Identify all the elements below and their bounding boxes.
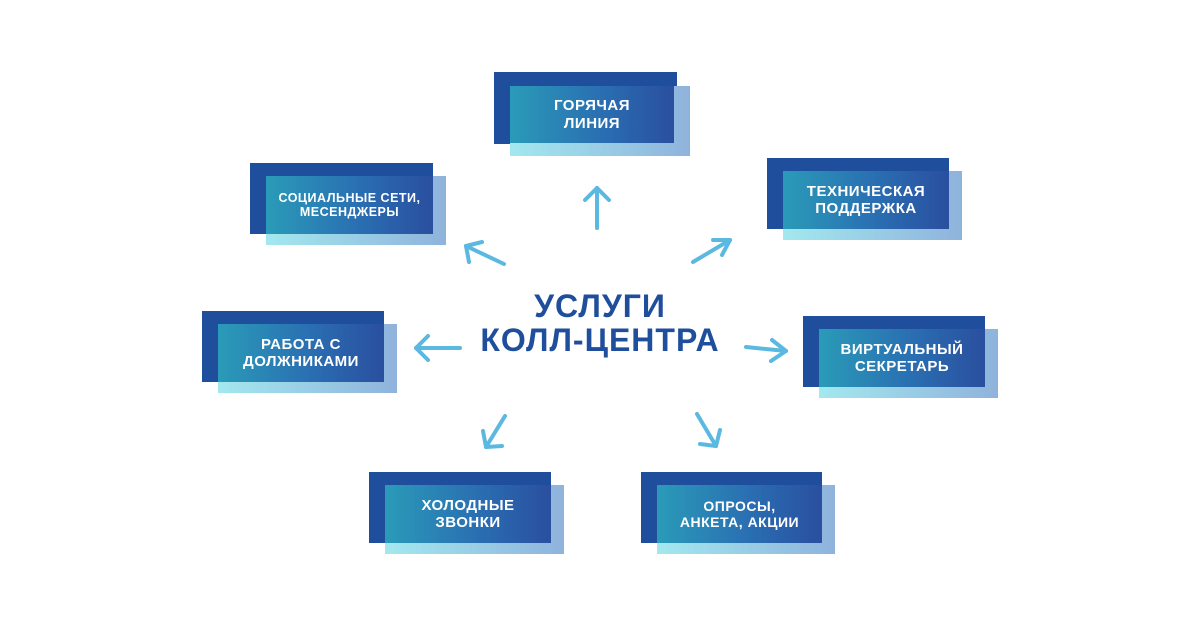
node-surveys: ОПРОСЫ, АНКЕТА, АКЦИИ [641,472,835,554]
node-cold-calls-label: ХОЛОДНЫЕ ЗВОНКИ [421,496,515,531]
arrow-to-social [464,240,506,266]
node-debtors: РАБОТА С ДОЛЖНИКАМИ [202,311,397,393]
node-virtual-secretary-label: ВИРТУАЛЬНЫЙ СЕКРЕТАРЬ [840,340,964,375]
arrow-to-tech-support [691,238,732,264]
node-social-label: СОЦИАЛЬНЫЕ СЕТИ, МЕСЕНДЖЕРЫ [278,190,421,219]
node-tech-support: ТЕХНИЧЕСКАЯ ПОДДЕРЖКА [767,158,962,240]
arrow-to-virtual-secretary [744,338,788,363]
node-virtual-secretary: ВИРТУАЛЬНЫЙ СЕКРЕТАРЬ [803,316,998,398]
node-hotline-label: ГОРЯЧАЯ ЛИНИЯ [553,97,631,132]
node-tech-support-label: ТЕХНИЧЕСКАЯ ПОДДЕРЖКА [806,182,926,217]
node-hotline: ГОРЯЧАЯ ЛИНИЯ [494,72,690,156]
node-surveys-label: ОПРОСЫ, АНКЕТА, АКЦИИ [679,497,800,530]
node-cold-calls-face: ХОЛОДНЫЕ ЗВОНКИ [385,485,551,543]
node-tech-support-face: ТЕХНИЧЕСКАЯ ПОДДЕРЖКА [783,171,949,229]
node-surveys-face: ОПРОСЫ, АНКЕТА, АКЦИИ [657,485,822,543]
node-social: СОЦИАЛЬНЫЕ СЕТИ, МЕСЕНДЖЕРЫ [250,163,446,245]
node-debtors-label: РАБОТА С ДОЛЖНИКАМИ [243,335,359,370]
center-title-line-2: КОЛЛ-ЦЕНТРА [480,321,720,358]
center-title-line-1: УСЛУГИ [534,288,666,324]
node-debtors-face: РАБОТА С ДОЛЖНИКАМИ [218,324,384,382]
arrow-to-hotline [583,186,611,230]
node-virtual-secretary-face: ВИРТУАЛЬНЫЙ СЕКРЕТАРЬ [819,329,985,387]
node-hotline-face: ГОРЯЧАЯ ЛИНИЯ [510,86,674,143]
arrow-to-debtors [414,334,462,362]
center-title: УСЛУГИ КОЛЛ-ЦЕНТРА [440,288,760,358]
node-cold-calls: ХОЛОДНЫЕ ЗВОНКИ [369,472,564,554]
arrow-to-surveys [695,412,722,448]
node-social-face: СОЦИАЛЬНЫЕ СЕТИ, МЕСЕНДЖЕРЫ [266,176,433,234]
arrow-to-cold-calls [481,414,507,449]
